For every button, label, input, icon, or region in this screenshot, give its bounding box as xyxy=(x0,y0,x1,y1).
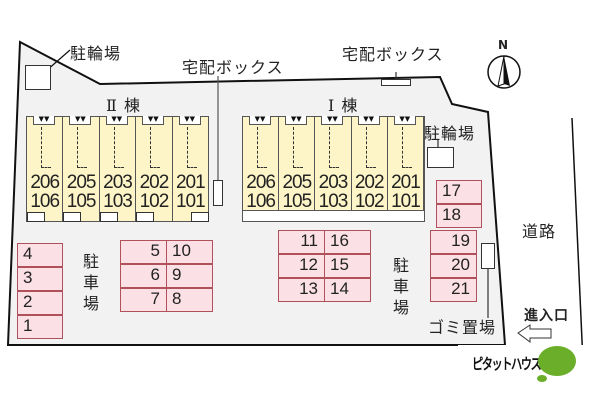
parking-slot[interactable]: 11 xyxy=(278,230,325,254)
parking-slot[interactable]: 18 xyxy=(436,204,482,228)
parking-slot[interactable]: 21 xyxy=(430,278,477,302)
unit-206-106[interactable]: ▼▼ 206 106 xyxy=(27,116,64,222)
speech-bubble-dot xyxy=(537,375,547,382)
parking-slot[interactable]: 3 xyxy=(17,267,63,291)
parking-slot[interactable]: 16 xyxy=(324,230,371,254)
building-1: ▼▼ 206 106 ▼▼ 205 105 ▼▼ 203 103 ▼▼ 202 … xyxy=(242,116,425,222)
parking-slot[interactable]: 4 xyxy=(17,243,63,267)
parking-slot[interactable]: 5 xyxy=(120,240,167,264)
building-2: ▼▼ 206 106 ▼▼ 205 105 ▼▼ 203 103 ▼▼ 202 … xyxy=(26,116,209,222)
stair-icon xyxy=(365,127,376,168)
parking-slot[interactable]: 6 xyxy=(120,264,167,288)
unit-206-106[interactable]: ▼▼ 206 106 xyxy=(243,116,280,221)
parking-slot[interactable]: 15 xyxy=(324,254,371,278)
brand-name: ピタットハウス xyxy=(472,355,542,373)
garbage-label: ゴミ置場 xyxy=(428,318,497,337)
balcony-strip xyxy=(243,210,424,221)
building-1-label: Ⅰ 棟 xyxy=(328,96,359,115)
storage-box xyxy=(190,212,209,222)
north-label: N xyxy=(498,38,510,52)
unit-203-103[interactable]: ▼▼ 203 103 xyxy=(99,116,137,222)
entrance-label: 進入口 xyxy=(524,308,569,324)
bike-parking-nw-box xyxy=(25,65,51,90)
delivery-box-ne xyxy=(381,79,411,86)
stair-icon xyxy=(150,127,161,168)
unit-202-102[interactable]: ▼▼ 202 102 xyxy=(136,116,173,222)
garbage-box xyxy=(481,243,495,269)
stair-icon xyxy=(293,127,304,168)
parking-slot[interactable]: 2 xyxy=(17,291,63,315)
speech-bubble-icon xyxy=(538,346,576,376)
brand-logo: ピタットハウス xyxy=(458,345,598,390)
parking-slot[interactable]: 12 xyxy=(278,254,325,278)
parking-slot[interactable]: 20 xyxy=(430,254,477,278)
delivery-box-center-label: 宅配ボックス xyxy=(182,58,284,77)
parking-slot[interactable]: 13 xyxy=(278,278,325,302)
unit-202-102[interactable]: ▼▼ 202 102 xyxy=(352,116,388,221)
parking-slot[interactable]: 17 xyxy=(436,180,482,204)
delivery-box-center xyxy=(213,180,223,206)
parking-slot[interactable]: 19 xyxy=(430,230,477,254)
north-compass-icon xyxy=(488,56,520,88)
stair-icon xyxy=(329,127,340,168)
stair-icon xyxy=(401,127,412,168)
bike-parking-nw-label: 駐輪場 xyxy=(70,44,122,63)
storage-box xyxy=(63,212,82,222)
storage-box xyxy=(99,212,118,222)
entrance-notch: ▼▼ xyxy=(33,116,55,125)
unit-205-105[interactable]: ▼▼ 205 105 xyxy=(279,116,316,221)
road-label: 道路 xyxy=(522,222,557,241)
unit-201-101[interactable]: ▼▼ 201 101 xyxy=(173,116,209,222)
unit-203-103[interactable]: ▼▼ 203 103 xyxy=(315,116,352,221)
storage-box xyxy=(27,212,45,222)
stair-icon xyxy=(186,127,197,168)
unit-201-101[interactable]: ▼▼ 201 101 xyxy=(388,116,425,221)
parking-slot[interactable]: 9 xyxy=(166,264,213,288)
road-edge-line xyxy=(571,117,585,386)
unit-205-105[interactable]: ▼▼ 205 105 xyxy=(63,116,100,222)
bike-parking-e-box xyxy=(427,147,454,168)
parking-east-label: 駐 車 場 xyxy=(392,256,409,317)
delivery-box-ne-label: 宅配ボックス xyxy=(342,45,444,64)
stair-icon xyxy=(113,127,124,168)
parking-slot[interactable]: 1 xyxy=(17,315,63,339)
bike-parking-e-label: 駐輪場 xyxy=(424,124,476,143)
stair-icon xyxy=(77,127,88,168)
entrance-arrow xyxy=(517,324,552,343)
parking-slot[interactable]: 8 xyxy=(166,288,213,312)
parking-slot[interactable]: 7 xyxy=(120,288,167,312)
storage-box xyxy=(136,212,155,222)
parking-slot[interactable]: 10 xyxy=(166,240,213,264)
parking-slot[interactable]: 14 xyxy=(324,278,371,302)
building-2-label: Ⅱ 棟 xyxy=(106,96,141,115)
stair-icon xyxy=(257,127,267,168)
stair-icon xyxy=(41,127,51,168)
parking-west-label: 駐 車 場 xyxy=(82,252,99,313)
